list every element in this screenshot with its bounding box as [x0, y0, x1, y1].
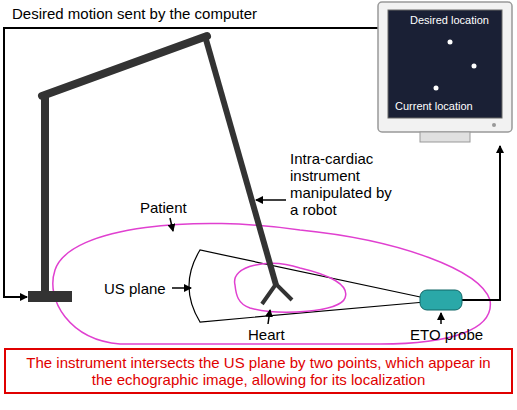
current-dot: [434, 86, 439, 91]
leader-arrow: [172, 287, 191, 289]
part-label: US plane: [104, 280, 166, 297]
part-label: Heart: [248, 326, 285, 343]
screen-label: Desired location: [410, 14, 489, 27]
us-plane: [189, 250, 425, 322]
leader-arrow: [170, 218, 173, 231]
leader-arrow: [256, 199, 286, 201]
screen-label: Current location: [395, 100, 473, 113]
robot-pole: [41, 92, 49, 292]
desired-dot: [472, 64, 477, 69]
part-label: Intra-cardiac instrument manipulated by …: [290, 150, 400, 218]
robot-arm: [42, 36, 207, 96]
desired-dot: [448, 40, 453, 45]
robot-base: [28, 291, 72, 302]
monitor-case: [378, 2, 512, 132]
caption-text: Desired motion sent by the computer: [12, 5, 257, 22]
instrument-fork: [262, 284, 292, 304]
monitor-button: [492, 123, 496, 127]
heart-outline: [235, 263, 346, 312]
monitor-stand: [420, 132, 470, 142]
note-box: The instrument intersects the US plane b…: [4, 348, 513, 394]
monitor-screen: [388, 10, 502, 118]
leader-arrow: [440, 313, 442, 324]
eto-probe: [420, 290, 462, 310]
probe-cable: [462, 146, 500, 300]
leader-arrow: [268, 310, 270, 324]
part-label: ETO probe: [410, 326, 483, 343]
patient-outline: [53, 223, 491, 344]
robot-arm-2: [205, 36, 276, 285]
note-text: The instrument intersects the US plane b…: [6, 350, 511, 392]
part-label: Patient: [140, 199, 187, 216]
